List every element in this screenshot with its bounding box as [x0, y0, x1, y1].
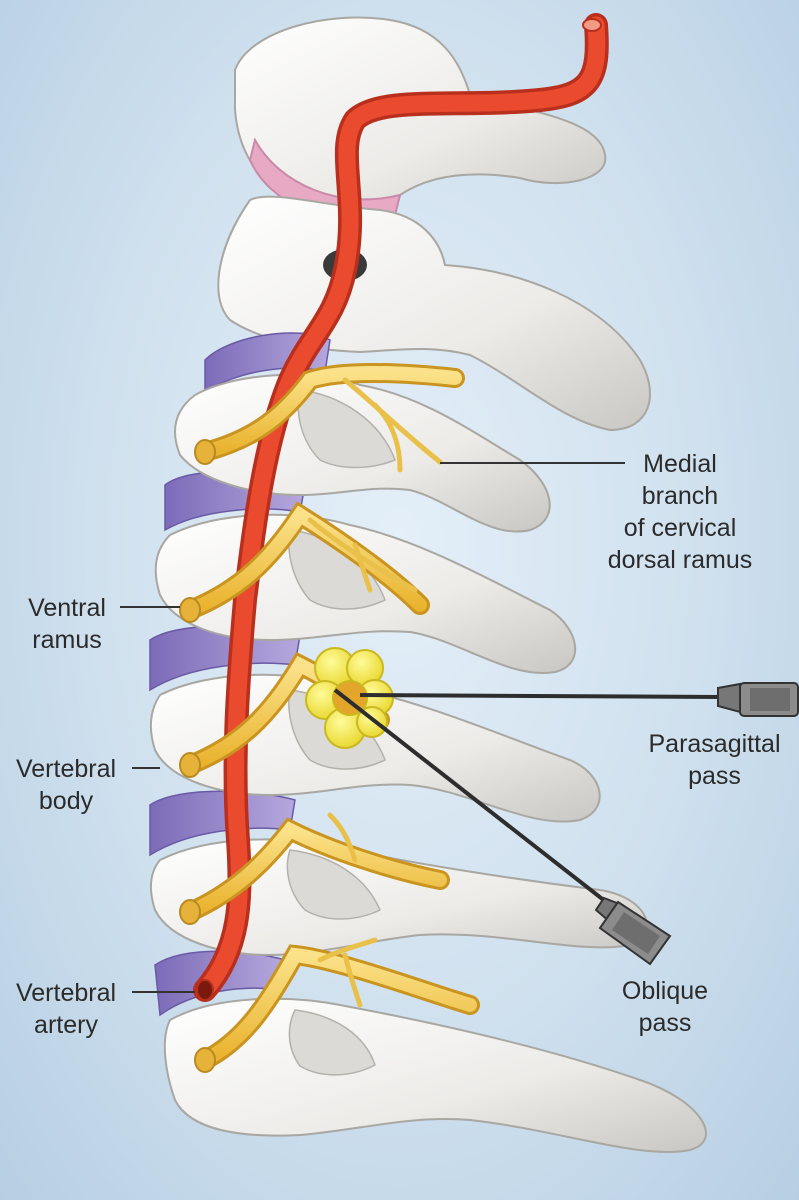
artery-cut-end-top: [582, 18, 602, 32]
label-ventral-ramus: Ventral ramus: [12, 592, 122, 656]
label-oblique-line1: Oblique: [621, 977, 709, 1005]
label-ventral-ramus-line1: Ventral: [28, 594, 106, 622]
anesthetic-spread: [305, 647, 394, 749]
label-ventral-ramus-line2: ramus: [32, 626, 102, 654]
label-vertebral-artery-line1: Vertebral: [15, 979, 117, 1007]
label-medial-branch-line3: of cervical: [623, 514, 737, 542]
label-medial-branch-line1: Medial: [643, 450, 717, 478]
label-vertebral-artery-line2: artery: [34, 1011, 98, 1039]
label-parasagittal-line1: Parasagittal: [648, 730, 781, 758]
label-parasagittal-pass: Parasagittal pass: [630, 728, 799, 792]
label-parasagittal-line2: pass: [688, 762, 741, 790]
label-vertebral-body-line2: body: [38, 787, 94, 815]
label-medial-branch-line2: branch: [641, 482, 719, 510]
label-oblique-pass: Oblique pass: [605, 975, 725, 1039]
label-medial-branch: Medial branch of cervical dorsal ramus: [590, 448, 770, 576]
parasagittal-needle: [359, 682, 799, 717]
spinal-nerves: [179, 363, 480, 1073]
label-vertebral-artery: Vertebral artery: [0, 977, 132, 1041]
oblique-needle: [333, 688, 672, 966]
label-leader-lines: [120, 462, 625, 993]
label-vertebral-body: Vertebral body: [0, 753, 132, 817]
artery-cut-end-bottom: [196, 979, 214, 1001]
label-oblique-line2: pass: [638, 1009, 692, 1037]
label-medial-branch-line4: dorsal ramus: [607, 546, 753, 574]
facet-joints: [286, 389, 396, 1076]
label-vertebral-body-line1: Vertebral: [15, 755, 117, 783]
vertebral-artery-highlight: [196, 16, 606, 999]
